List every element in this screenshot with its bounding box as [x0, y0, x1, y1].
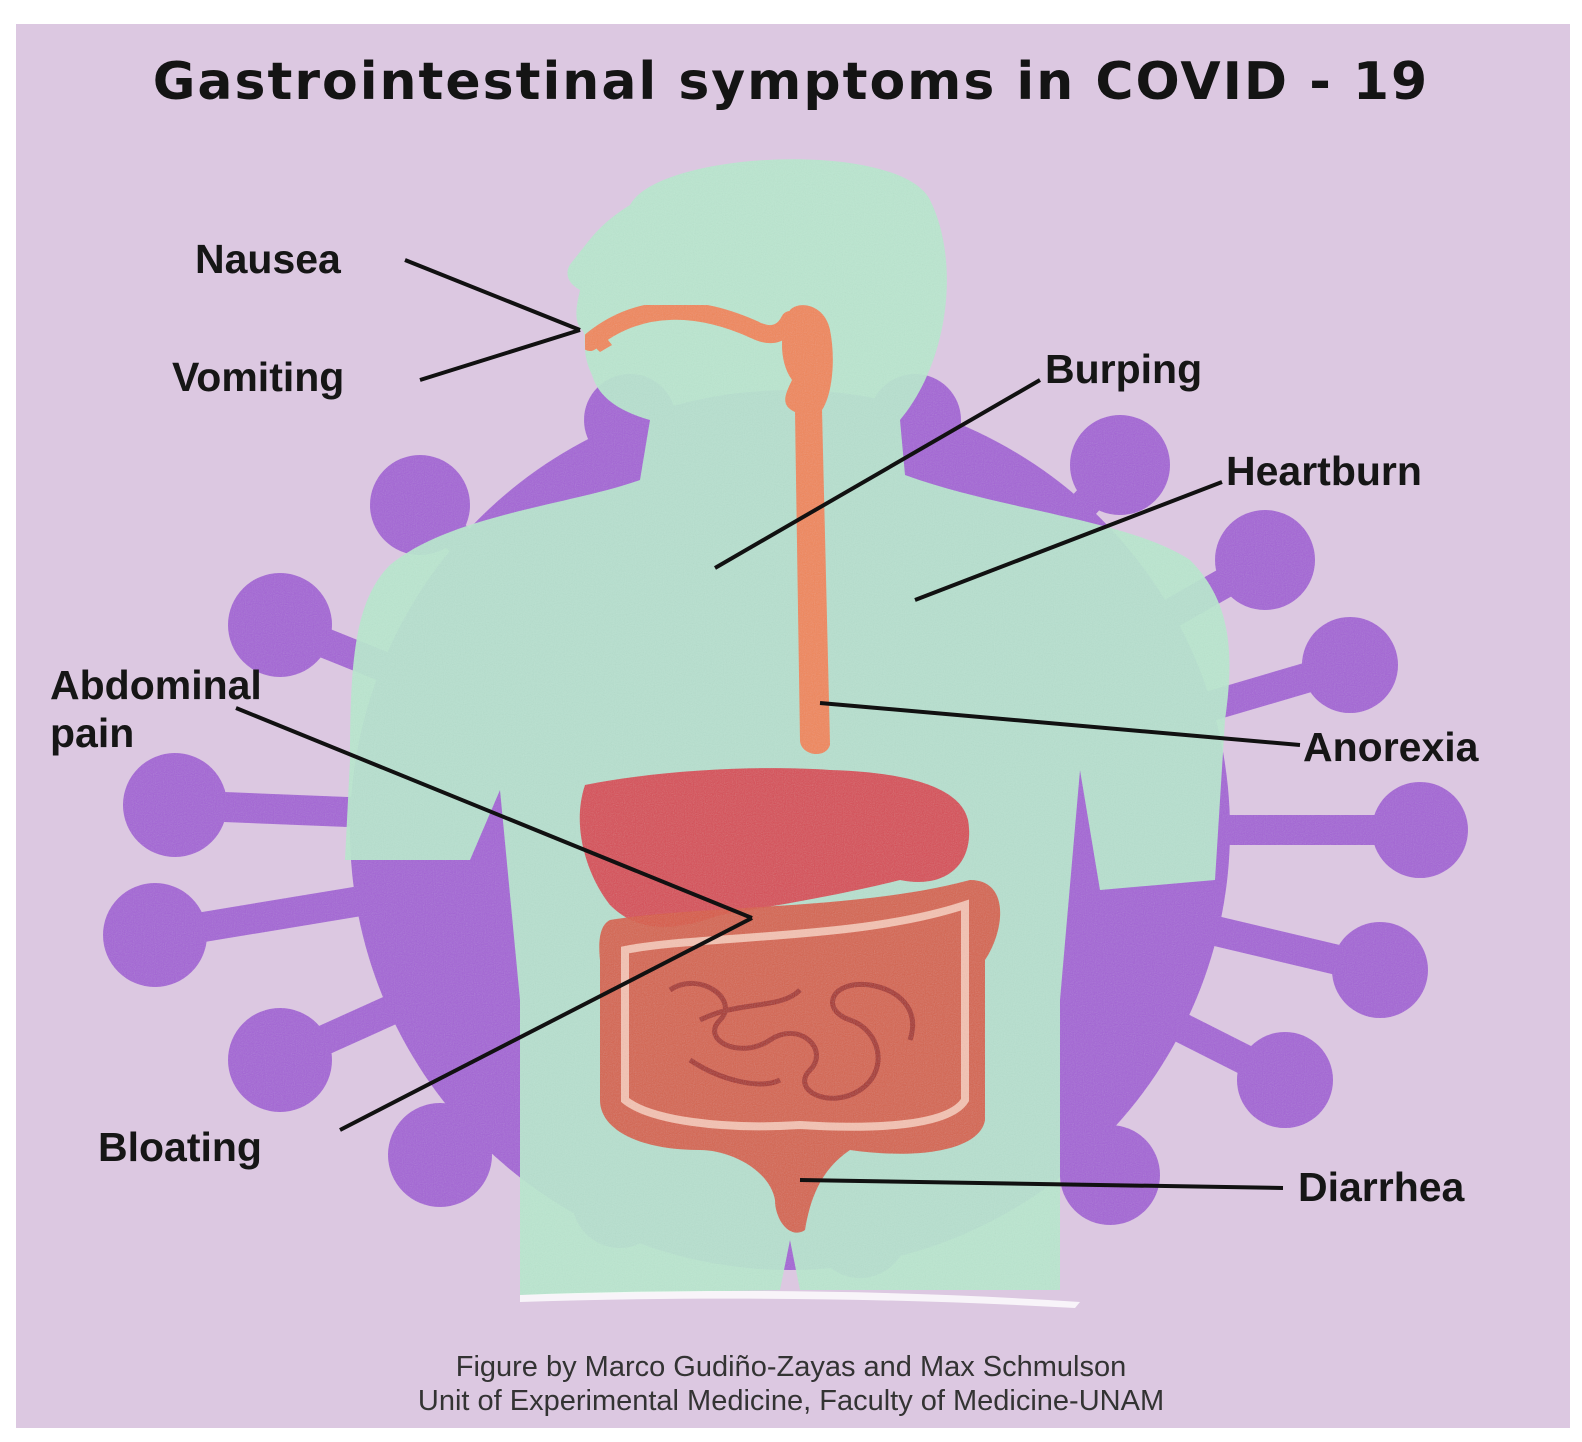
- label-diarrhea: Diarrhea: [1298, 1164, 1464, 1210]
- label-bloating: Bloating: [98, 1124, 262, 1170]
- credit-line-2: Unit of Experimental Medicine, Faculty o…: [0, 1384, 1582, 1418]
- label-vomiting: Vomiting: [172, 354, 344, 400]
- label-heartburn: Heartburn: [1226, 448, 1422, 494]
- label-abdominal-pain-line2: pain: [50, 710, 134, 756]
- credit-line-1: Figure by Marco Gudiño-Zayas and Max Sch…: [0, 1350, 1582, 1384]
- label-anorexia: Anorexia: [1303, 724, 1478, 770]
- label-nausea: Nausea: [195, 236, 341, 282]
- nausea-leader: [405, 260, 580, 330]
- label-abdominal-pain-line1: Abdominal: [50, 662, 262, 708]
- body-base: [520, 1291, 1080, 1308]
- label-burping: Burping: [1045, 346, 1202, 392]
- diagram-title: Gastrointestinal symptoms in COVID - 19: [0, 52, 1582, 112]
- vomiting-leader: [420, 330, 580, 380]
